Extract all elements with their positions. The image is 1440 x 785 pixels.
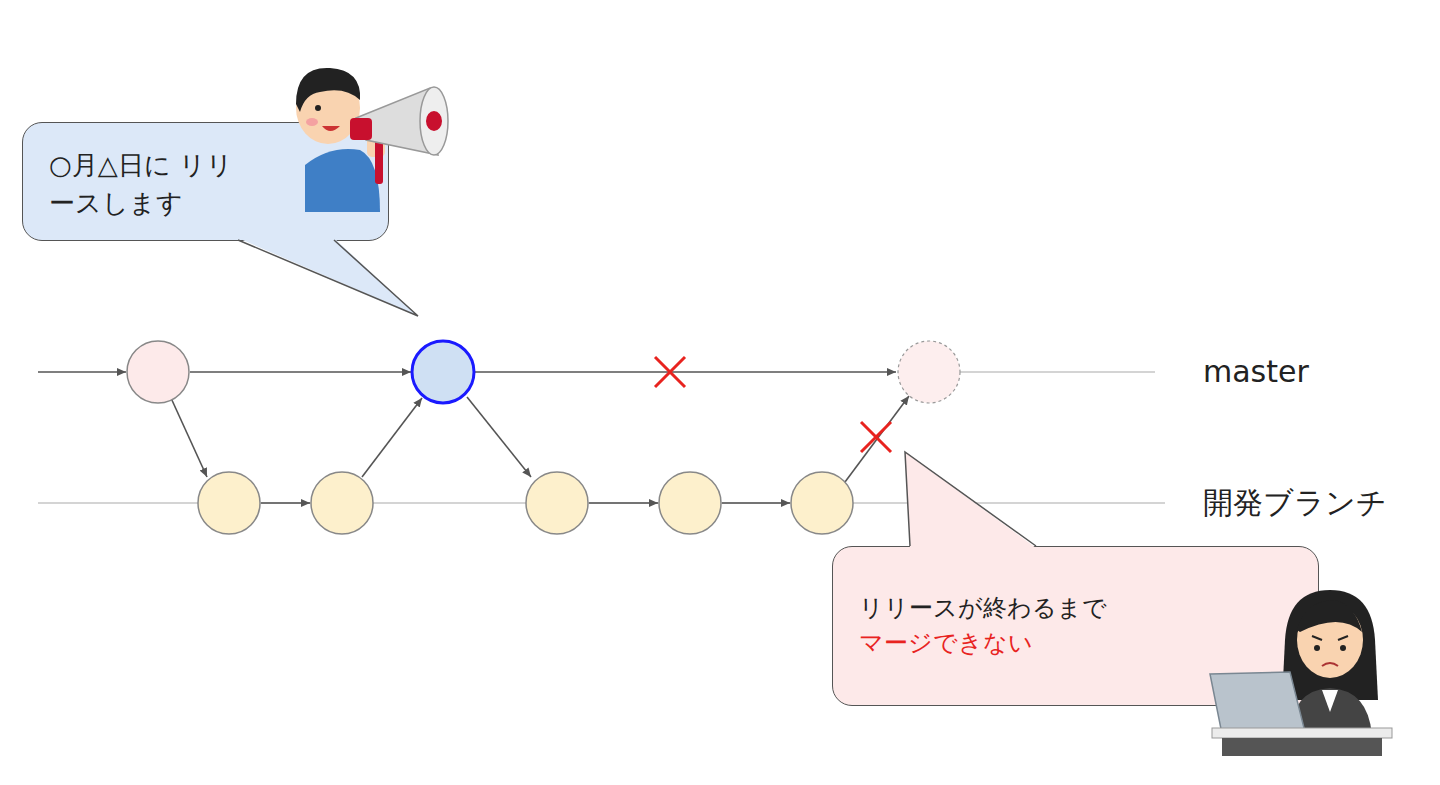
callout-tail [238,238,418,316]
branch-label: 開発ブランチ [1203,488,1387,518]
branch-line [960,371,1155,372]
callout-tail [905,452,1036,546]
speech-bubble: ○月△日に リリースします [22,122,389,241]
speech-bubble: リリースが終わるまでマージできない [832,546,1319,706]
commits [127,341,960,534]
bubble-text: ○月△日に リリースします [49,147,247,222]
bubble-text: マージできない [859,626,1298,661]
woman-at-laptop [1210,590,1392,756]
bubble-text: リリースが終わるまで [859,591,1298,626]
cross-mark [655,357,891,452]
branch-label: master [1203,357,1309,387]
callout-tail [238,240,418,316]
callout-tail [905,452,1036,548]
man-with-megaphone [296,68,448,212]
